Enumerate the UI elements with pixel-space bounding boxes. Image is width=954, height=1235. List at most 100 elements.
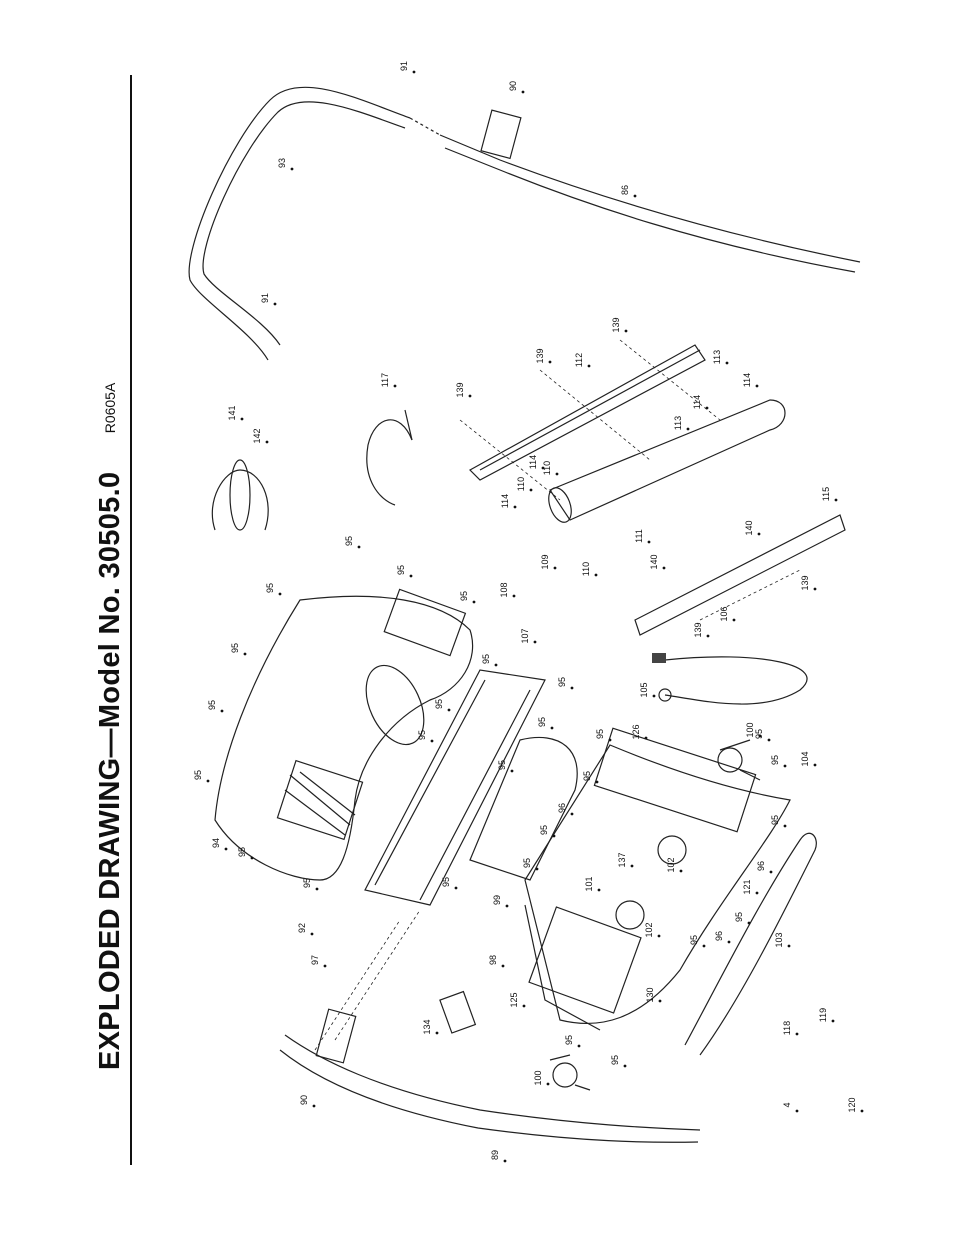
callout-dot [224,847,228,851]
callout-dot [608,738,612,742]
callout-dot [570,686,574,690]
callout-dot [501,964,505,968]
callout-dot [757,532,761,536]
callout-dot [430,739,434,743]
callout-label: 91 [399,61,409,71]
callout-label: 114 [692,395,702,409]
crossbar-tube [548,399,786,523]
callout-label: 137 [617,852,627,867]
callout-label: 95 [770,755,780,765]
callout-dot [546,1082,550,1086]
callout-dot [732,618,736,622]
callout-label: 102 [644,922,654,937]
callout-dot [454,886,458,890]
callout-dot [755,384,759,388]
callout-label: 139 [693,622,703,637]
callout-dot [535,867,539,871]
callout-label: 104 [800,751,810,766]
callout-label: 86 [620,185,630,195]
callout-dot [686,427,690,431]
callout-dot [662,566,666,570]
callout-label: 95 [417,730,427,740]
callout-dot [813,763,817,767]
callout-label: 95 [582,771,592,781]
callout-dot [552,834,556,838]
callout-dot [503,1159,507,1163]
cable-105 [652,653,808,705]
callout-label: 100 [533,1070,543,1085]
callout-label: 141 [227,405,237,420]
callout-dot [529,488,533,492]
callout-label: 139 [800,575,810,590]
callout-label: 121 [742,879,752,894]
callout-dot [755,891,759,895]
callout-dot [435,1031,439,1035]
callout-label: 95 [265,583,275,593]
callout-dot [265,440,269,444]
callout-label: 98 [488,955,498,965]
callout-dot [494,663,498,667]
callout-dot [240,417,244,421]
callout-label: 100 [745,722,755,737]
callout-label: 95 [689,935,699,945]
side-rail-upper [469,344,706,481]
callout-dot [570,812,574,816]
callout-label: 95 [396,565,406,575]
callout-dot [679,869,683,873]
callout-label: 106 [719,606,729,621]
callout-dot [250,856,254,860]
leader-lines [314,339,801,1051]
callout-label: 95 [207,700,217,710]
callout-dot [834,498,838,502]
callout-label: 95 [459,591,469,601]
callout-label: 95 [537,717,547,727]
callout-dot [657,934,661,938]
callout-dot [541,466,545,470]
callout-label: 102 [666,857,676,872]
callout-label: 96 [557,803,567,813]
callout-label: 114 [500,494,510,508]
callout-label: 114 [528,455,538,469]
callout-label: 92 [297,923,307,933]
callout-label: 110 [581,562,591,576]
callout-dot [787,944,791,948]
callout-dot [412,70,416,74]
callout-dot [278,592,282,596]
callout-label: 4 [782,1102,792,1107]
callout-dot [273,302,277,306]
callout-dot [510,769,514,773]
callout-label: 110 [516,477,526,491]
callout-dot [758,734,762,738]
callout-label: 91 [260,293,270,303]
callout-dot [512,594,516,598]
callout-label: 96 [714,931,724,941]
callout-label: 95 [522,858,532,868]
key-134 [439,990,477,1034]
callout-dot [220,709,224,713]
callout-dot [310,932,314,936]
callout-label: 130 [645,987,655,1002]
callout-dot [725,361,729,365]
base-frame [364,669,546,906]
callout-label: 113 [673,416,683,430]
callout-dot [555,472,559,476]
tray [469,736,578,881]
callout-label: 90 [299,1095,309,1105]
callout-label: 140 [744,520,754,535]
handrail-upper [188,86,861,361]
callout-dot [795,1109,799,1113]
callout-label: 139 [455,382,465,397]
callout-label: 89 [490,1150,500,1160]
callout-dot [323,964,327,968]
callout-label: 96 [756,861,766,871]
callout-label: 95 [481,654,491,664]
callout-dot [706,634,710,638]
callout-dot [633,194,637,198]
callout-dot [521,90,525,94]
callout-label: 93 [277,158,287,168]
callout-dot [393,384,397,388]
callout-dot [468,394,472,398]
callout-label: 95 [497,760,507,770]
